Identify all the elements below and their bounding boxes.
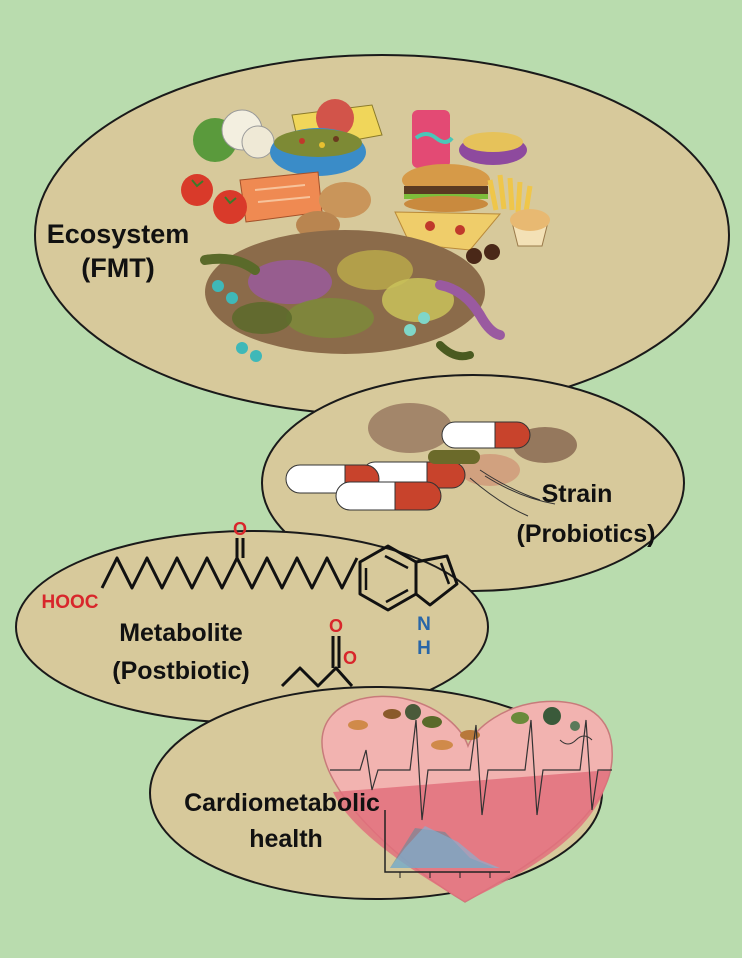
cardio-label-line2: health: [249, 825, 323, 853]
panel-cardio: Cardiometabolic health: [149, 686, 613, 903]
strain-label-line2: (Probiotics): [517, 520, 656, 548]
panel-strain: Strain (Probiotics): [261, 374, 685, 592]
panel-ecosystem: Ecosystem (FMT): [34, 54, 730, 416]
indole-pyrrole-ring: [415, 554, 459, 607]
diet-and-gut-microbiota-icon: [181, 99, 550, 362]
probiotic-capsules-icon: [285, 403, 577, 517]
ecosystem-label-line1: Ecosystem: [47, 219, 190, 249]
butyrate-chain: [280, 666, 354, 688]
butyrate-oxygen-right: O: [343, 648, 357, 668]
fatty-acid-head: HOOC: [42, 592, 99, 613]
indole-hydrogen: H: [417, 638, 431, 659]
metabolite-label-line1: Metabolite: [119, 619, 243, 647]
chemical-structures: O HOOC O O N H: [42, 519, 459, 688]
strain-label-line1: Strain: [542, 480, 613, 508]
keto-oxygen: O: [233, 519, 247, 539]
ecosystem-label-line2: (FMT): [81, 253, 154, 283]
indole-nitrogen: N: [417, 614, 431, 635]
metabolite-label-line2: (Postbiotic): [112, 657, 250, 685]
ecg-trace: [330, 719, 612, 821]
butyrate-oxygen-top: O: [329, 616, 343, 636]
panel-metabolite: O HOOC O O N H Metabolite (Postbiotic): [15, 519, 489, 724]
cardio-label-line1: Cardiometabolic: [184, 789, 380, 817]
heart-with-microbes-icon: [321, 695, 613, 903]
